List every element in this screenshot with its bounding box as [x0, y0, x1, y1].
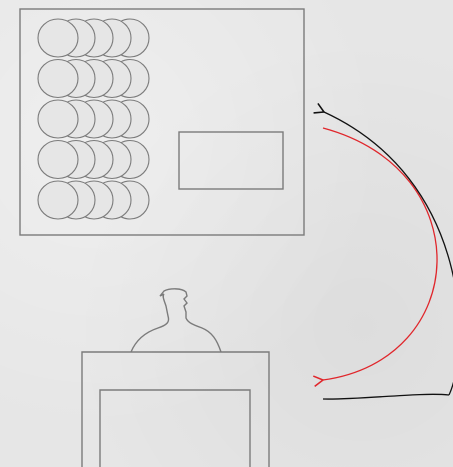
coin-stack-icon — [38, 100, 149, 138]
coin — [38, 181, 78, 219]
coin-stack-icon — [38, 141, 149, 179]
coin-stack-icon — [38, 60, 149, 98]
person-icon — [131, 289, 221, 352]
person-at-desk — [82, 289, 269, 467]
desk-icon — [82, 352, 269, 467]
coin — [38, 100, 78, 138]
coin — [38, 19, 78, 57]
coin — [38, 141, 78, 179]
screen-panel — [20, 9, 304, 235]
arrow-inner — [323, 128, 437, 380]
coin-grid — [38, 19, 149, 219]
coin-stack-icon — [38, 181, 149, 219]
arrow-outer-tail — [323, 394, 449, 399]
coin-stack-icon — [38, 19, 149, 57]
window-icon — [179, 132, 283, 189]
coin — [38, 60, 78, 98]
arrow-outer — [324, 112, 453, 395]
